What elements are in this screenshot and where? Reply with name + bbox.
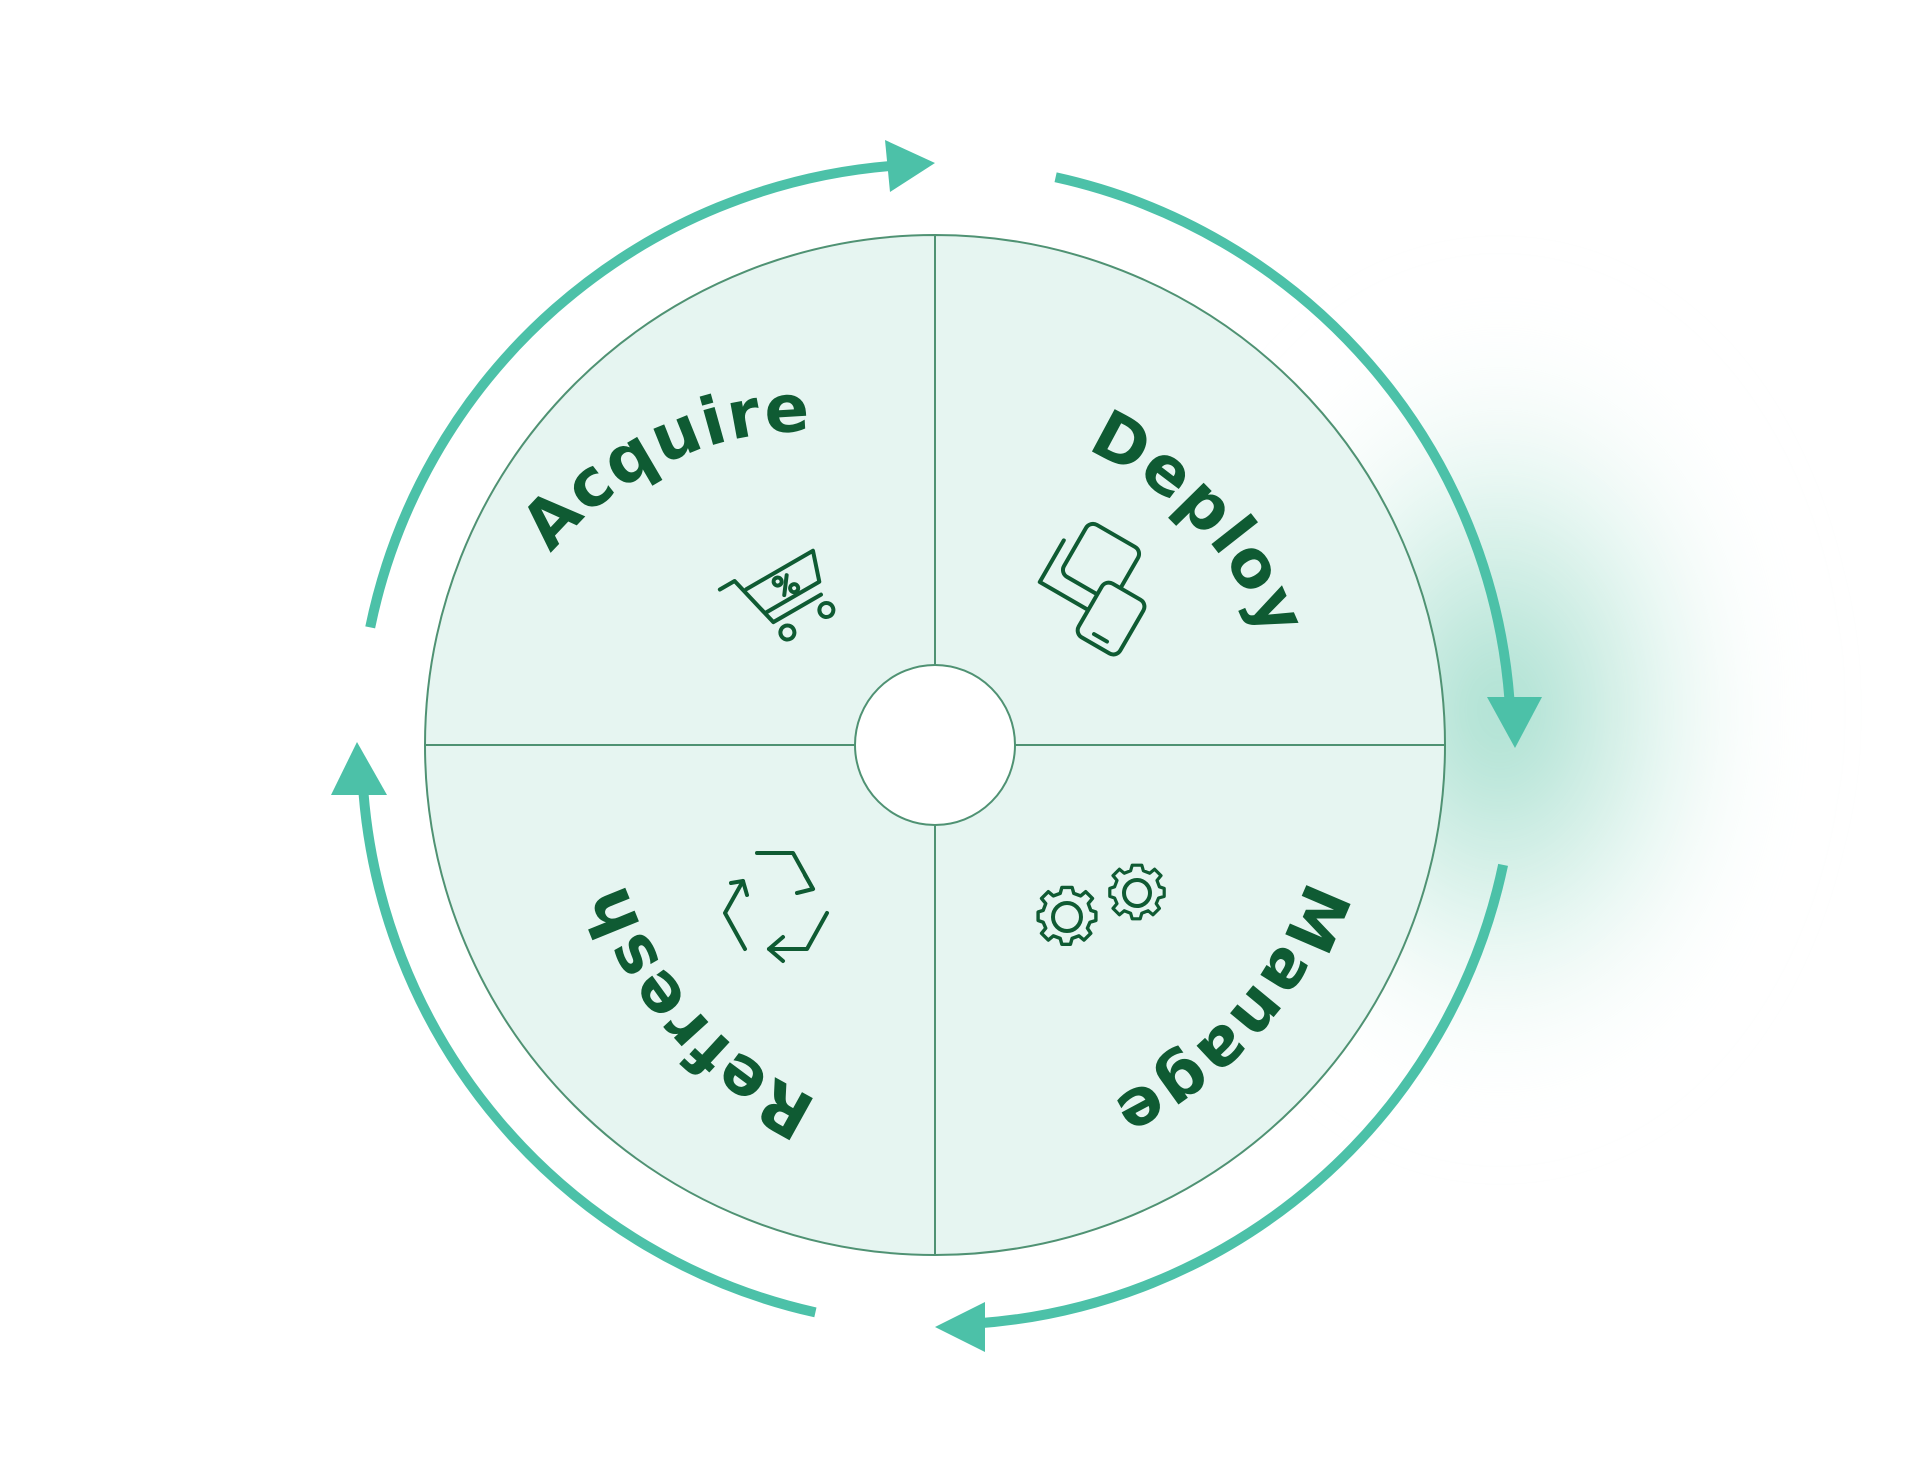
recycle-icon: [723, 851, 829, 963]
arrow-refresh-to-acquire: [357, 779, 817, 1318]
shopping-cart-icon: [717, 548, 836, 642]
arrow-deploy-to-manage: [1054, 172, 1515, 701]
devices-icon: [1037, 521, 1147, 657]
segment-manage: [934, 744, 1447, 1257]
cycle-arrows: [357, 160, 1515, 1329]
arrowhead-left: [331, 742, 387, 795]
arrowhead-right: [1487, 697, 1542, 748]
arrowhead-bottom: [935, 1302, 985, 1352]
arrow-manage-to-refresh: [974, 863, 1508, 1329]
arrowhead-top: [885, 140, 935, 192]
gears-icon: [1036, 863, 1166, 947]
segment-refresh: [423, 744, 936, 1257]
segment-acquire: [423, 233, 936, 746]
arrow-heads: [331, 140, 1542, 1352]
center-hub: [854, 664, 1016, 826]
arrow-acquire-to-deploy: [365, 160, 896, 629]
segment-deploy: [934, 233, 1447, 746]
wheel: [423, 233, 1447, 1257]
